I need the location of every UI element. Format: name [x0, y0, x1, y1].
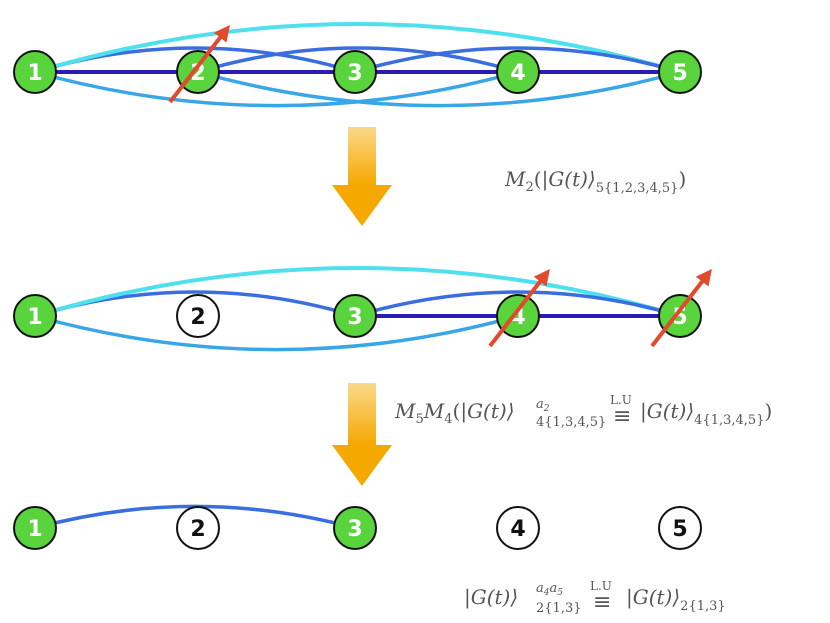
stage-2-edges	[33, 266, 682, 352]
edge-1-5	[33, 22, 682, 74]
svg-text:L.U: L.U	[610, 393, 632, 407]
node-5: 5	[658, 50, 702, 94]
svg-text:|G(t)⟩: |G(t)⟩	[464, 585, 518, 610]
node-label-5: 5	[672, 305, 687, 330]
stage-1-graph: 1 2 3 4 5	[13, 22, 702, 108]
edge-3-5	[353, 290, 682, 318]
node-4: 4	[496, 50, 540, 94]
stage-1-measurements	[168, 24, 230, 104]
step-1-annotation: M2(|G(t)⟩5{1,2,3,4,5})	[504, 167, 686, 196]
node-3: 3	[333, 50, 377, 94]
node-label-4: 4	[510, 305, 525, 330]
op-m2: M	[504, 167, 526, 191]
node-label-2: 2	[190, 305, 205, 330]
edge-2-5	[196, 70, 682, 108]
node-1: 1	[13, 294, 57, 338]
node-5: 5	[658, 506, 702, 550]
final-annotation: |G(t)⟩ a4a5 2{1,3} L.U ≡ |G(t)⟩2{1,3}	[464, 579, 726, 616]
svg-text:a2: a2	[536, 397, 550, 414]
stage-3-graph: 1 2 3 4 5	[13, 504, 702, 550]
node-label-3: 3	[347, 305, 362, 330]
stage-3-nodes: 1 2 3 4 5	[13, 506, 702, 550]
measurement-arrow-2-icon	[168, 24, 230, 104]
node-label-3: 3	[347, 61, 362, 86]
node-label-2: 2	[190, 517, 205, 542]
node-label-3: 3	[347, 517, 362, 542]
node-label-4: 4	[510, 61, 525, 86]
svg-text:≡: ≡	[613, 404, 631, 429]
stage-2-measurements	[488, 268, 712, 348]
svg-text:M2(|G(t)⟩5{1,2,3,4,5}): M2(|G(t)⟩5{1,2,3,4,5})	[504, 167, 686, 196]
measurement-arrow-5-icon	[650, 268, 712, 348]
measurement-arrow-4-icon	[488, 268, 550, 348]
node-label-1: 1	[27, 61, 42, 86]
svg-text:≡: ≡	[593, 590, 611, 615]
stage-2-graph: 1 2 3 4 5	[13, 266, 712, 352]
node-label-1: 1	[27, 517, 42, 542]
node-4: 4	[496, 506, 540, 550]
step-2-annotation: M5M4(|G(t)⟩ a2 4{1,3,4,5} L.U ≡ |G(t)⟩4{…	[394, 393, 772, 430]
node-2: 2	[176, 506, 220, 550]
svg-text:L.U: L.U	[590, 579, 612, 593]
svg-text:4{1,3,4,5}: 4{1,3,4,5}	[536, 415, 606, 430]
svg-text:|G(t)⟩4{1,3,4,5}): |G(t)⟩4{1,3,4,5})	[640, 399, 772, 428]
node-label-4: 4	[510, 517, 525, 542]
svg-text:a4a5: a4a5	[536, 581, 563, 598]
node-label-1: 1	[27, 305, 42, 330]
svg-text:|G(t)⟩2{1,3}: |G(t)⟩2{1,3}	[626, 585, 726, 614]
edge-3-5	[353, 46, 682, 74]
node-label-5: 5	[672, 61, 687, 86]
step-arrow-1-icon	[332, 127, 392, 226]
edge-1-4	[33, 314, 520, 352]
node-1: 1	[13, 50, 57, 94]
node-3: 3	[333, 294, 377, 338]
step-arrow-2-icon	[332, 383, 392, 486]
node-2: 2	[176, 294, 220, 338]
edge-1-5	[33, 266, 682, 318]
edge-2-4	[196, 46, 520, 74]
svg-text:2{1,3}: 2{1,3}	[536, 601, 582, 616]
node-1: 1	[13, 506, 57, 550]
stage-1-edges	[33, 22, 682, 108]
node-label-2: 2	[190, 61, 205, 86]
svg-text:M5M4(|G(t)⟩: M5M4(|G(t)⟩	[394, 399, 515, 427]
node-3: 3	[333, 506, 377, 550]
node-label-5: 5	[672, 517, 687, 542]
stage-1-nodes: 1 2 3 4 5	[13, 50, 702, 94]
edge-1-4	[33, 70, 520, 108]
